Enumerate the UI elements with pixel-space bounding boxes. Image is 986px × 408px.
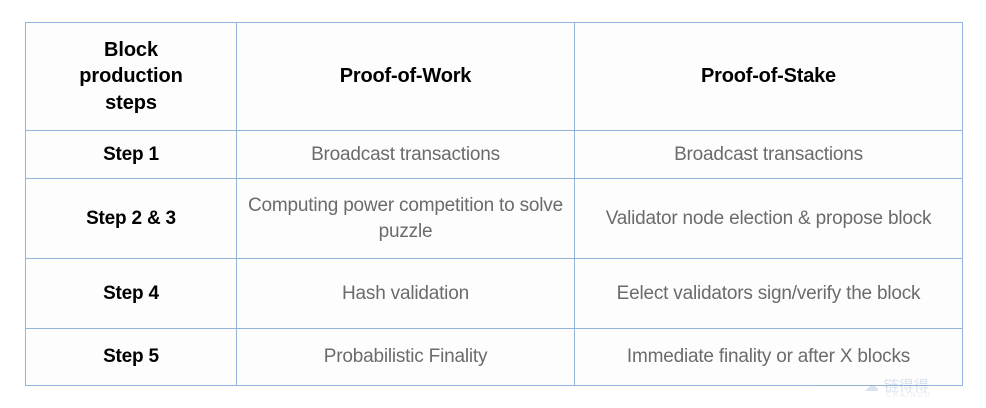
watermark-subtitle: CHAINDD	[886, 392, 932, 399]
row-pow-cell: Computing power competition to solve puz…	[236, 178, 575, 259]
pow-description: Broadcast transactions	[311, 143, 500, 165]
row-step-label-cell: Step 4	[25, 258, 237, 329]
header-cell-proof-of-work: Proof-of-Work	[236, 22, 575, 131]
header-cell-steps: Block production steps	[25, 22, 237, 131]
header-steps-line-1: Block	[104, 38, 158, 61]
pow-description: Probabilistic Finality	[323, 346, 488, 368]
row-step-label-cell: Step 5	[25, 328, 237, 386]
pos-description: Eelect validators sign/verify the block	[616, 282, 921, 304]
row-pow-cell: Hash validation	[236, 258, 575, 329]
step-label: Step 4	[103, 282, 159, 304]
header-steps-line-2: production	[79, 65, 183, 88]
step-label: Step 1	[103, 143, 159, 165]
header-steps-line-3: steps	[105, 91, 157, 114]
table-row: Step 4 Hash validation Eelect validators…	[25, 258, 963, 329]
step-label: Step 5	[103, 346, 159, 367]
pos-description: Broadcast transactions	[674, 143, 863, 165]
row-pos-cell: Validator node election & propose block	[574, 178, 963, 259]
step-label: Step 2 & 3	[86, 207, 176, 229]
table-row: Step 1 Broadcast transactions Broadcast …	[25, 130, 963, 179]
pow-description: Computing power competition to solve puz…	[248, 195, 563, 242]
comparison-table: Block production steps Proof-of-Work Pro…	[25, 22, 963, 386]
pos-description: Validator node election & propose block	[605, 207, 932, 229]
table-row: Step 2 & 3 Computing power competition t…	[25, 178, 963, 259]
row-pos-cell: Eelect validators sign/verify the block	[574, 258, 963, 329]
header-label-proof-of-stake: Proof-of-Stake	[701, 65, 836, 87]
row-pos-cell: Broadcast transactions	[574, 130, 963, 179]
row-step-label-cell: Step 1	[25, 130, 237, 179]
comparison-table-container: Block production steps Proof-of-Work Pro…	[25, 22, 963, 386]
row-pow-cell: Probabilistic Finality	[236, 328, 575, 386]
table-row: Step 5 Probabilistic Finality Immediate …	[25, 328, 963, 386]
pos-description: Immediate finality or after X blocks	[626, 346, 911, 368]
row-step-label-cell: Step 2 & 3	[25, 178, 237, 259]
header-cell-proof-of-stake: Proof-of-Stake	[574, 22, 963, 131]
table-header-row: Block production steps Proof-of-Work Pro…	[25, 22, 963, 131]
row-pow-cell: Broadcast transactions	[236, 130, 575, 179]
header-label-proof-of-work: Proof-of-Work	[339, 65, 472, 87]
row-pos-cell: Immediate finality or after X blocks	[574, 328, 963, 386]
pow-description: Hash validation	[342, 282, 469, 304]
